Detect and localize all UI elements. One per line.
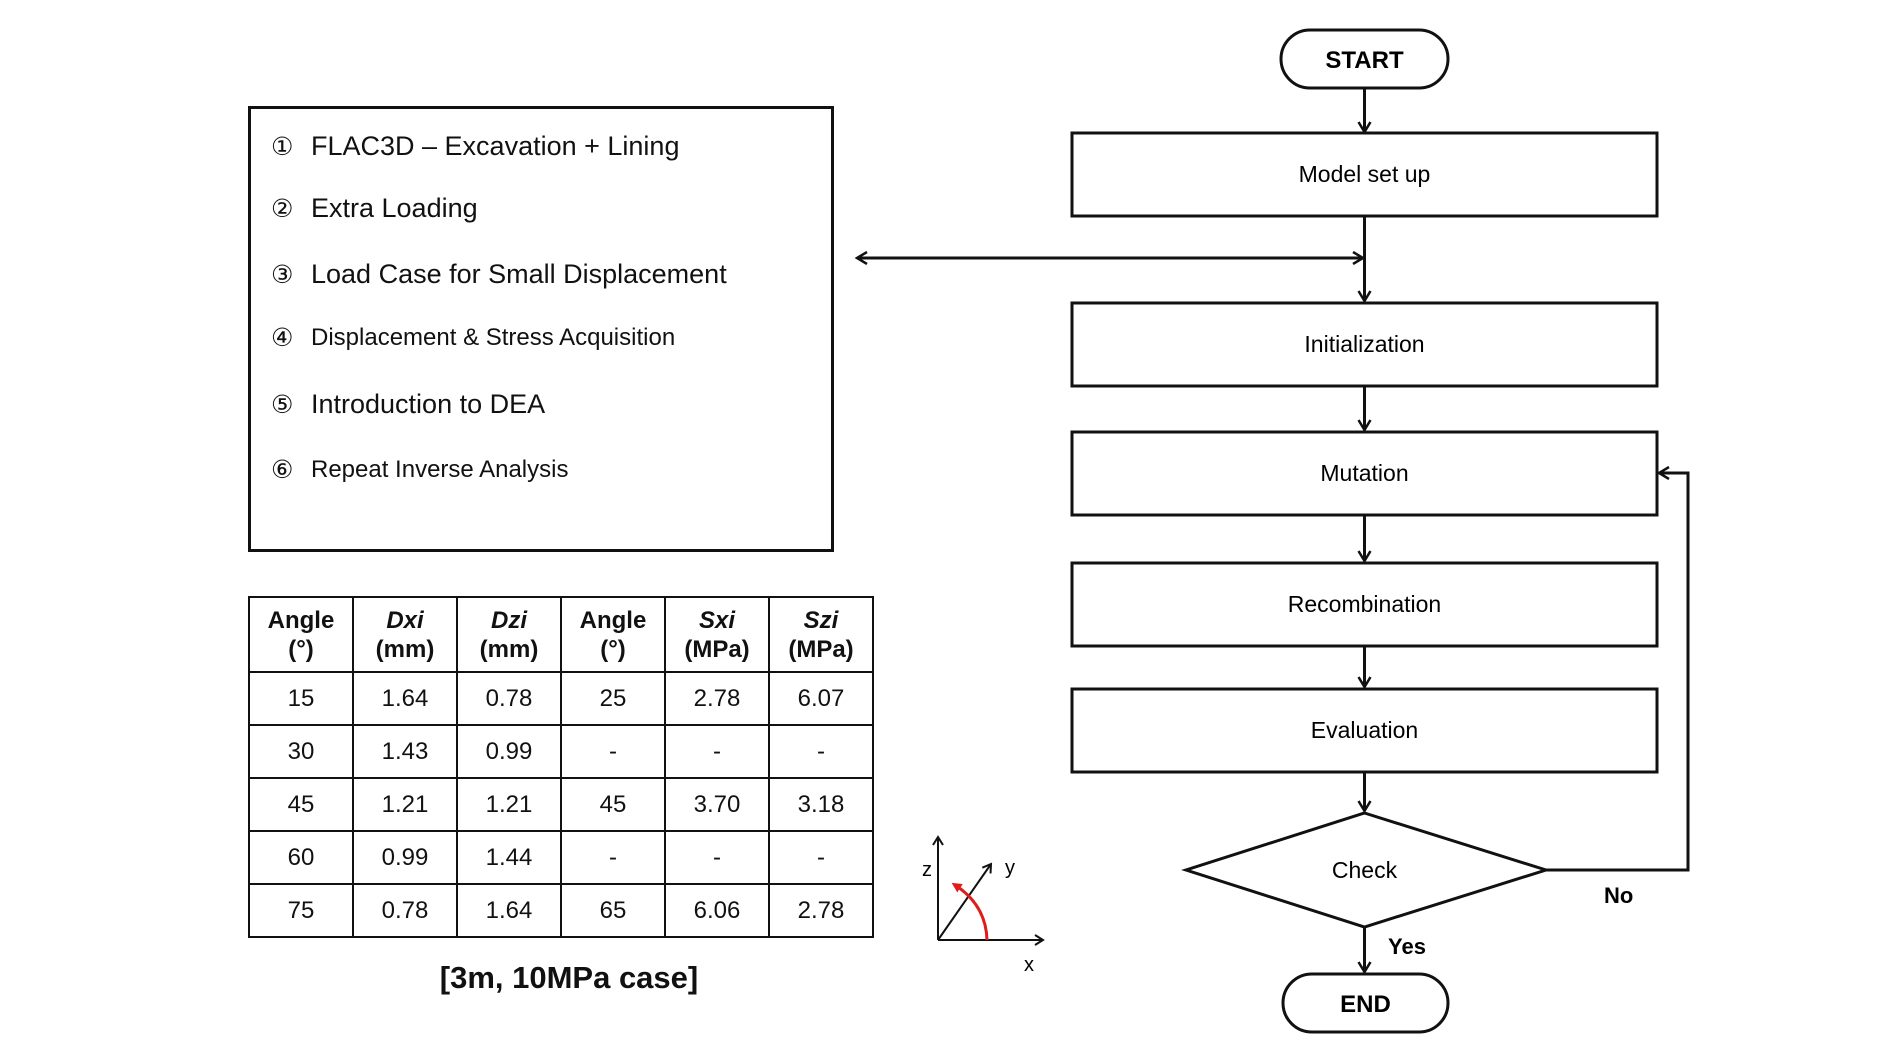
table-cell: 3.70 xyxy=(664,777,770,832)
table-header-cell: Szi(MPa) xyxy=(768,596,874,673)
recombination-label: Recombination xyxy=(1288,591,1441,617)
table-cell: - xyxy=(664,830,770,885)
table-cell: 60 xyxy=(248,830,354,885)
table-cell: 1.44 xyxy=(456,830,562,885)
displacement-stress-table: Angle(°) Dxi(mm) Dzi(mm) Angle(°) Sxi(MP… xyxy=(248,596,874,938)
table-cell: 1.21 xyxy=(456,777,562,832)
mutation-label: Mutation xyxy=(1320,460,1408,486)
evaluation-label: Evaluation xyxy=(1311,717,1418,743)
table-row: 75 0.78 1.64 65 6.06 2.78 xyxy=(248,883,874,938)
table-cell: - xyxy=(768,724,874,779)
step-number: ⑥ xyxy=(271,456,294,484)
model-setup-label: Model set up xyxy=(1299,161,1431,187)
table-header-cell: Dxi(mm) xyxy=(352,596,458,673)
table-header-row: Angle(°) Dxi(mm) Dzi(mm) Angle(°) Sxi(MP… xyxy=(248,596,874,673)
table-cell: 25 xyxy=(560,671,666,726)
table-cell: 2.78 xyxy=(768,883,874,938)
table-cell: 15 xyxy=(248,671,354,726)
step-item-6: ⑥ Repeat Inverse Analysis xyxy=(271,455,568,485)
end-label: END xyxy=(1340,991,1391,1018)
step-item-5: ⑤ Introduction to DEA xyxy=(271,389,545,420)
step-number: ④ xyxy=(271,324,294,352)
initialization-label: Initialization xyxy=(1304,331,1424,357)
table-cell: - xyxy=(664,724,770,779)
header-unit: (MPa) xyxy=(788,635,854,663)
step-text: Repeat Inverse Analysis xyxy=(311,456,569,483)
analysis-steps-box: ① FLAC3D – Excavation + Lining ② Extra L… xyxy=(248,106,834,552)
step-text: FLAC3D – Excavation + Lining xyxy=(311,131,680,161)
table-cell: - xyxy=(560,830,666,885)
header-name: Dxi xyxy=(386,606,424,634)
header-unit: (°) xyxy=(600,635,626,663)
coordinate-axes-icon: x y z xyxy=(922,835,1045,976)
step-item-2: ② Extra Loading xyxy=(271,193,478,224)
table-cell: 0.99 xyxy=(352,830,458,885)
table-cell: 0.78 xyxy=(352,883,458,938)
step-text: Displacement & Stress Acquisition xyxy=(311,324,676,351)
header-unit: (mm) xyxy=(375,635,435,663)
recombination-box xyxy=(1070,561,1659,648)
check-label: Check xyxy=(1332,857,1398,883)
step-item-1: ① FLAC3D – Excavation + Lining xyxy=(271,131,679,162)
header-name: Sxi xyxy=(698,606,736,634)
table-header-cell: Angle(°) xyxy=(248,596,354,673)
table-header-cell: Angle(°) xyxy=(560,596,666,673)
table-cell: - xyxy=(768,830,874,885)
table-row: 15 1.64 0.78 25 2.78 6.07 xyxy=(248,671,874,726)
end-terminal xyxy=(1281,972,1450,1034)
step-text: Introduction to DEA xyxy=(311,389,546,419)
table-cell: 6.07 xyxy=(768,671,874,726)
table-row: 60 0.99 1.44 - - - xyxy=(248,830,874,885)
table-cell: 45 xyxy=(560,777,666,832)
model-setup-box xyxy=(1070,131,1659,218)
start-label: START xyxy=(1325,47,1404,74)
table-cell: 30 xyxy=(248,724,354,779)
evaluation-box xyxy=(1070,687,1659,774)
header-name: Szi xyxy=(803,606,839,634)
table-cell: 45 xyxy=(248,777,354,832)
header-unit: (MPa) xyxy=(684,635,750,663)
step-text: Load Case for Small Displacement xyxy=(311,259,727,289)
no-loop-arrow xyxy=(1546,473,1690,872)
header-unit: (mm) xyxy=(479,635,539,663)
table-cell: 1.64 xyxy=(352,671,458,726)
table-cell: 6.06 xyxy=(664,883,770,938)
header-name: Angle xyxy=(579,606,647,634)
x-axis-label: x xyxy=(1024,954,1034,976)
step-text: Extra Loading xyxy=(311,193,478,223)
table-cell: 2.78 xyxy=(664,671,770,726)
step-number: ⑤ xyxy=(271,390,294,419)
table-cell: 1.21 xyxy=(352,777,458,832)
no-label: No xyxy=(1604,883,1633,908)
table-cell: 1.43 xyxy=(352,724,458,779)
table-header-cell: Sxi(MPa) xyxy=(664,596,770,673)
table-cell: 1.64 xyxy=(456,883,562,938)
table-cell: 3.18 xyxy=(768,777,874,832)
step-number: ② xyxy=(271,194,294,223)
table-caption: [3m, 10MPa case] xyxy=(439,960,699,995)
table-cell: - xyxy=(560,724,666,779)
y-axis-label: y xyxy=(1005,857,1015,879)
step-number: ③ xyxy=(271,260,294,289)
step-item-4: ④ Displacement & Stress Acquisition xyxy=(271,323,675,353)
step-item-3: ③ Load Case for Small Displacement xyxy=(271,259,727,290)
header-name: Angle xyxy=(267,606,335,634)
initialization-box xyxy=(1070,301,1659,388)
header-unit: (°) xyxy=(288,635,314,663)
yes-label: Yes xyxy=(1388,934,1426,959)
step-number: ① xyxy=(271,132,294,161)
table-cell: 75 xyxy=(248,883,354,938)
table-header-cell: Dzi(mm) xyxy=(456,596,562,673)
table-cell: 0.99 xyxy=(456,724,562,779)
table-row: 45 1.21 1.21 45 3.70 3.18 xyxy=(248,777,874,832)
z-axis-label: z xyxy=(922,859,932,881)
table-cell: 65 xyxy=(560,883,666,938)
table-cell: 0.78 xyxy=(456,671,562,726)
table-row: 30 1.43 0.99 - - - xyxy=(248,724,874,779)
header-name: Dzi xyxy=(491,606,527,634)
